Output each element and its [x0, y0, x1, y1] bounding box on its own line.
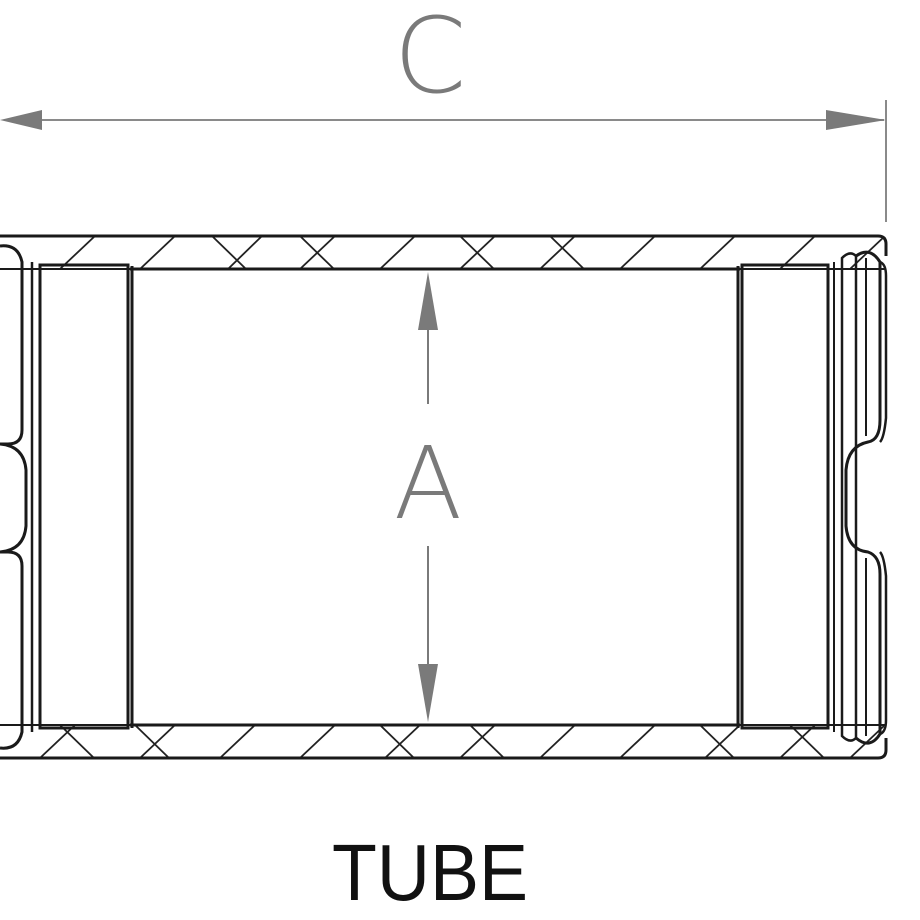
dimension-c: C: [0, 0, 887, 222]
left-notch: [0, 442, 28, 554]
dimension-a-arrow-top: [418, 272, 438, 330]
right-end-profile: [736, 250, 888, 745]
dimension-a: A: [394, 272, 462, 722]
dimension-c-arrow-left: [0, 110, 42, 130]
bottom-wall-outer-edge: [0, 738, 888, 760]
part-name-label: TUBE: [332, 828, 528, 917]
bottom-wall-hatch: [39, 725, 884, 758]
right-socket-band: [740, 263, 830, 730]
tube-section: [0, 234, 888, 760]
left-socket-band: [38, 263, 130, 730]
top-wall-outer-edge: [0, 234, 888, 256]
dimension-a-arrow-bottom: [418, 664, 438, 722]
left-groove-outline-lower: [0, 550, 24, 750]
left-groove-outline: [0, 244, 24, 446]
right-groove-outline: [844, 250, 882, 745]
left-end-profile: [0, 244, 134, 750]
dimension-a-label: A: [394, 425, 462, 542]
dimension-c-arrow-right: [826, 110, 886, 130]
dimension-c-label: C: [394, 0, 467, 117]
